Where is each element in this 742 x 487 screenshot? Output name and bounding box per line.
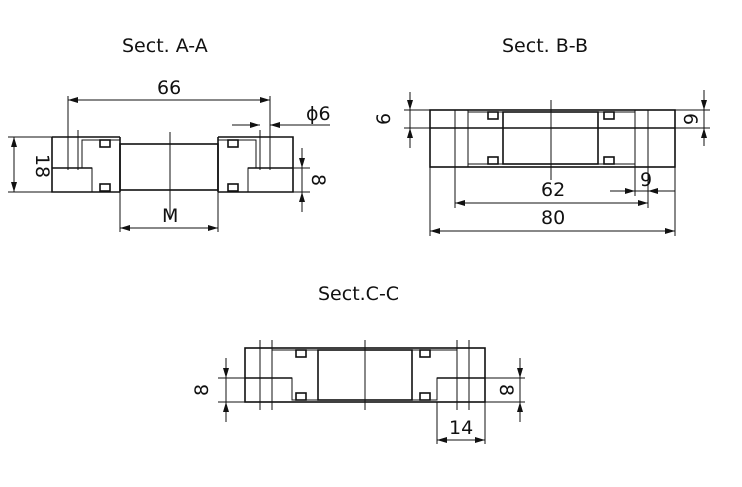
dim-b-b-top-right-label: 6 — [679, 113, 701, 125]
dim-c-c-left: 8 — [191, 358, 245, 422]
section-c-c-hatching — [271, 349, 458, 401]
dim-c-c-bottom: 14 — [436, 402, 486, 444]
dim-a-a-width: 66 — [67, 77, 271, 136]
dim-b-b-inner-label: 62 — [541, 179, 565, 201]
dim-a-a-step: 8 — [293, 148, 329, 212]
dim-b-b-step-label: 9 — [640, 169, 652, 191]
dim-c-c-right: 8 — [485, 358, 525, 422]
dim-a-a-bore: M — [119, 192, 219, 232]
dim-b-b-outer-label: 80 — [541, 207, 565, 229]
dim-b-b-top-right: 6 — [675, 90, 710, 146]
dim-b-b-top-left-label: 6 — [373, 113, 395, 125]
dim-a-a-height-label: 18 — [31, 154, 53, 178]
section-a-a: Sect. A-A — [8, 35, 331, 232]
dim-a-a-hole-label: ϕ6 — [306, 103, 331, 125]
dim-b-b-step: 9 — [610, 167, 675, 196]
dim-b-b-inner: 62 — [454, 167, 649, 208]
section-b-b-hatching — [429, 111, 676, 168]
dim-a-a-width-label: 66 — [157, 77, 181, 99]
dim-a-a-hole: ϕ6 — [232, 103, 331, 128]
section-b-b-outline — [429, 100, 676, 180]
section-a-a-title: Sect. A-A — [122, 35, 208, 57]
section-b-b-title: Sect. B-B — [502, 35, 588, 57]
dim-b-b-top-left: 6 — [373, 92, 430, 148]
dim-a-a-step-label: 8 — [307, 174, 329, 186]
dim-a-a-height: 18 — [8, 136, 53, 193]
dim-c-c-right-label: 8 — [495, 384, 517, 396]
dim-b-b-outer: 80 — [429, 167, 676, 236]
dim-c-c-bottom-label: 14 — [449, 417, 473, 439]
dim-c-c-left-label: 8 — [191, 384, 213, 396]
dim-a-a-bore-label: M — [162, 205, 178, 227]
section-b-b: Sect. B-B 6 — [373, 35, 710, 236]
section-c-c: Sect.C-C 8 — [191, 283, 525, 444]
section-c-c-title: Sect.C-C — [318, 283, 399, 305]
